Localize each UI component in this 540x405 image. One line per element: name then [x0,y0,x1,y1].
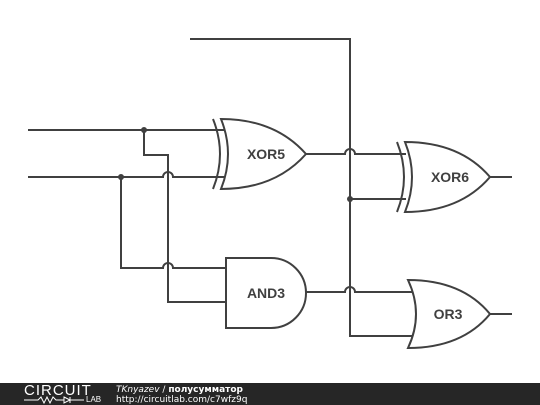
resistor-icon [24,396,84,404]
circuit-url[interactable]: http://circuitlab.com/c7wfz9q [116,395,248,405]
gate-and3-label: AND3 [247,285,285,301]
circuit-title[interactable]: полусумматор [168,385,244,395]
logo-text-circuit: CIRCUIT [24,382,92,399]
junction-dot-a [141,127,147,133]
circuit-schematic: XOR5 XOR6 AND3 OR3 [28,38,512,350]
wire-carry-in [190,38,420,337]
footer-bar: CIRCUIT LAB TKnyazev / полусумматор http… [0,383,540,405]
wire-xor5-out [306,148,406,155]
circuitlab-logo[interactable]: CIRCUIT LAB [10,383,110,405]
gate-xor5[interactable]: XOR5 [212,117,308,191]
wires [28,38,512,337]
junction-dot-carry [347,196,353,202]
wire-branch-a [143,130,226,303]
wire-and3-out [306,286,420,293]
author-link[interactable]: TKnyazev [116,385,160,395]
wire-input-b [28,171,225,178]
gate-or3[interactable]: OR3 [406,278,492,350]
junction-dot-b [118,174,124,180]
gate-or3-label: OR3 [434,306,463,322]
gate-xor6[interactable]: XOR6 [396,140,492,214]
footer-title-line: TKnyazev / полусумматор [116,385,247,395]
footer-text: TKnyazev / полусумматор http://circuitla… [116,385,247,405]
logo-text-lab: LAB [86,395,102,404]
gate-and3[interactable]: AND3 [225,257,307,329]
gate-xor6-label: XOR6 [431,169,469,185]
separator: / [159,385,169,395]
wire-branch-b [120,177,226,269]
gate-xor5-label: XOR5 [247,146,285,162]
